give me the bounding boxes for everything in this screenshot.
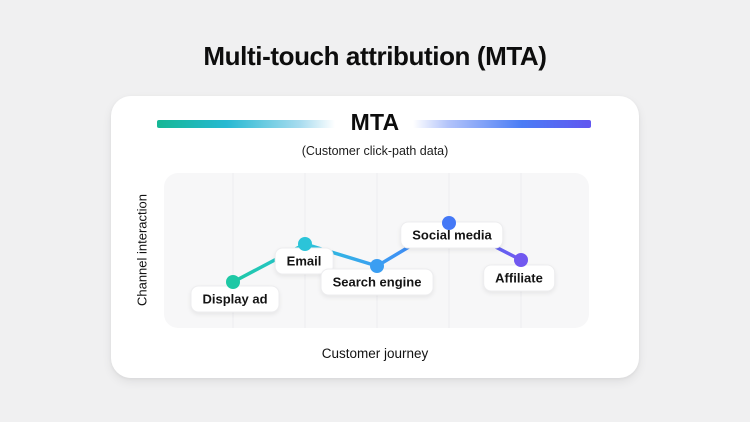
touchpoint-label-affiliate: Affiliate (483, 264, 555, 292)
touchpoint-label-search-engine: Search engine (320, 268, 434, 296)
y-axis-label: Channel interaction (134, 193, 150, 307)
card-title: MTA (350, 109, 400, 135)
x-axis-label: Customer journey (321, 346, 429, 361)
page-title: Multi-touch attribution (MTA) (203, 41, 547, 71)
touchpoint-dot-email (298, 237, 312, 251)
touchpoint-dot-affiliate (514, 253, 528, 267)
card-subtitle: (Customer click-path data) (301, 144, 449, 158)
touchpoint-dot-social-media (442, 216, 456, 230)
touchpoint-dot-search-engine (370, 259, 384, 273)
touchpoint-label-display-ad: Display ad (190, 285, 280, 313)
touchpoint-dot-display-ad (226, 275, 240, 289)
mta-card: MTA (Customer click-path data) Channel i… (111, 96, 639, 378)
gradient-bar (157, 120, 591, 128)
